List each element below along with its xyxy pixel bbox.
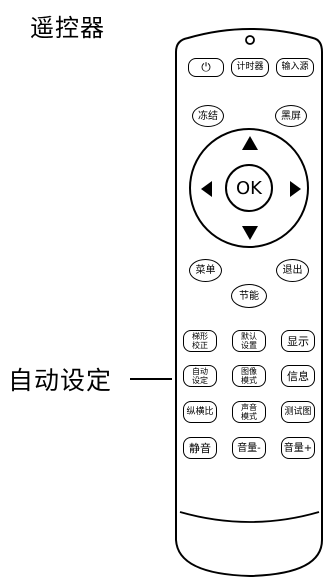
info-button[interactable]: 信息 (281, 365, 315, 387)
callout-leader-line (130, 378, 172, 380)
keystone-label-2: 校正 (192, 341, 208, 350)
sound-mode-button[interactable]: 声音 模式 (232, 401, 266, 423)
indicator-led (245, 35, 255, 45)
volume-down-button[interactable]: 音量- (232, 437, 266, 459)
page-title: 遥控器 (30, 14, 105, 42)
default-label-1: 默认 (241, 332, 257, 341)
display-button[interactable]: 显示 (281, 330, 315, 352)
power-button[interactable]: ⏻ (188, 58, 224, 77)
exit-button[interactable]: 退出 (276, 259, 309, 282)
down-arrow-icon[interactable] (242, 226, 258, 240)
volume-up-button[interactable]: 音量+ (281, 437, 315, 459)
sound-mode-label-2: 模式 (241, 412, 257, 421)
up-arrow-icon[interactable] (242, 136, 258, 150)
power-icon: ⏻ (201, 60, 211, 74)
input-source-button[interactable]: 输入源 (276, 58, 314, 77)
auto-setup-label-2: 设定 (192, 376, 208, 385)
ok-button[interactable]: OK (225, 164, 273, 212)
menu-button[interactable]: 菜单 (189, 259, 222, 282)
auto-setup-label-1: 自动 (192, 367, 208, 376)
mute-button[interactable]: 静音 (183, 437, 217, 459)
image-mode-label-1: 图像 (241, 367, 257, 376)
test-pattern-button[interactable]: 测试图 (281, 401, 315, 423)
sound-mode-label-1: 声音 (241, 403, 257, 412)
keystone-label-1: 梯形 (192, 332, 208, 341)
image-mode-button[interactable]: 图像 模式 (232, 365, 266, 387)
keystone-button[interactable]: 梯形 校正 (183, 330, 217, 352)
dpad-ring (189, 128, 309, 248)
default-settings-button[interactable]: 默认 设置 (232, 330, 266, 352)
left-arrow-icon[interactable] (201, 181, 212, 197)
black-screen-button[interactable]: 黑屏 (275, 105, 307, 127)
right-arrow-icon[interactable] (290, 181, 301, 197)
aspect-ratio-button[interactable]: 纵横比 (183, 401, 217, 423)
default-label-2: 设置 (241, 341, 257, 350)
timer-button[interactable]: 计时器 (231, 58, 269, 77)
auto-setup-callout-label: 自动设定 (8, 366, 113, 395)
image-mode-label-2: 模式 (241, 376, 257, 385)
energy-save-button[interactable]: 节能 (231, 284, 267, 308)
freeze-button[interactable]: 冻结 (192, 105, 224, 127)
auto-setup-button[interactable]: 自动 设定 (183, 365, 217, 387)
